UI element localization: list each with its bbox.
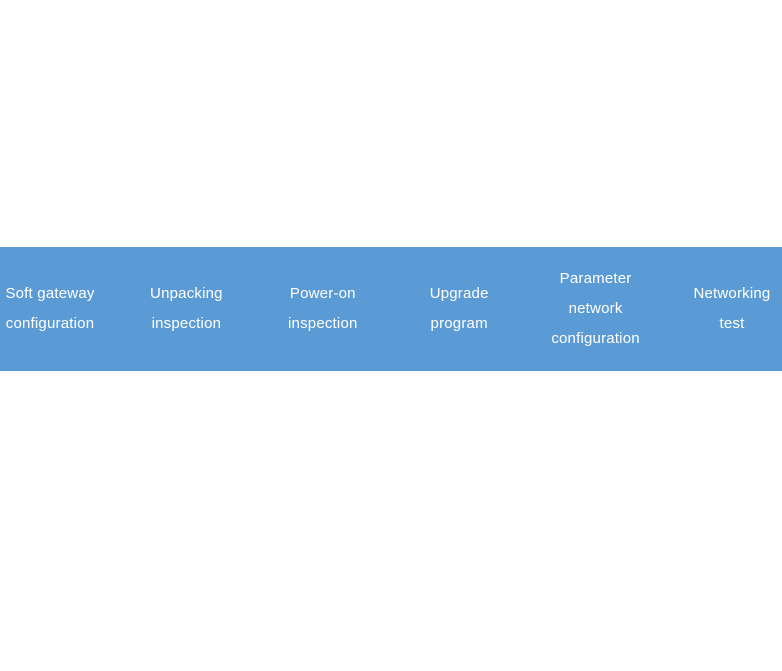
process-steps-band: Soft gateway configuration Unpacking inspec… (0, 247, 782, 371)
process-step-label-line: Power-on (289, 285, 356, 302)
process-step-label-line: network (568, 300, 623, 317)
process-step-label-line: inspection (288, 315, 358, 332)
process-step-label-line: test (719, 315, 745, 332)
process-step-label-line: Soft gateway (5, 285, 95, 302)
process-step-label-line: configuration (5, 315, 95, 332)
process-step-label-line: Upgrade (429, 285, 489, 302)
process-step-label-line: program (430, 315, 488, 332)
process-step-3: Power-on inspection (273, 279, 373, 339)
process-step-label-line: Networking (693, 285, 771, 302)
process-step-2: Unpacking inspection (136, 279, 236, 339)
process-step-label-line: inspection (151, 315, 222, 332)
process-step-label-line: configuration (551, 330, 640, 347)
process-step-4: Upgrade program (409, 279, 509, 339)
process-step-label-line: Unpacking (150, 285, 223, 302)
process-step-6: Networking test (682, 279, 782, 339)
process-step-1: Soft gateway configuration (0, 279, 100, 339)
process-step-5: Parameter network configuration (546, 264, 646, 354)
process-step-label-line: Parameter (559, 270, 632, 287)
